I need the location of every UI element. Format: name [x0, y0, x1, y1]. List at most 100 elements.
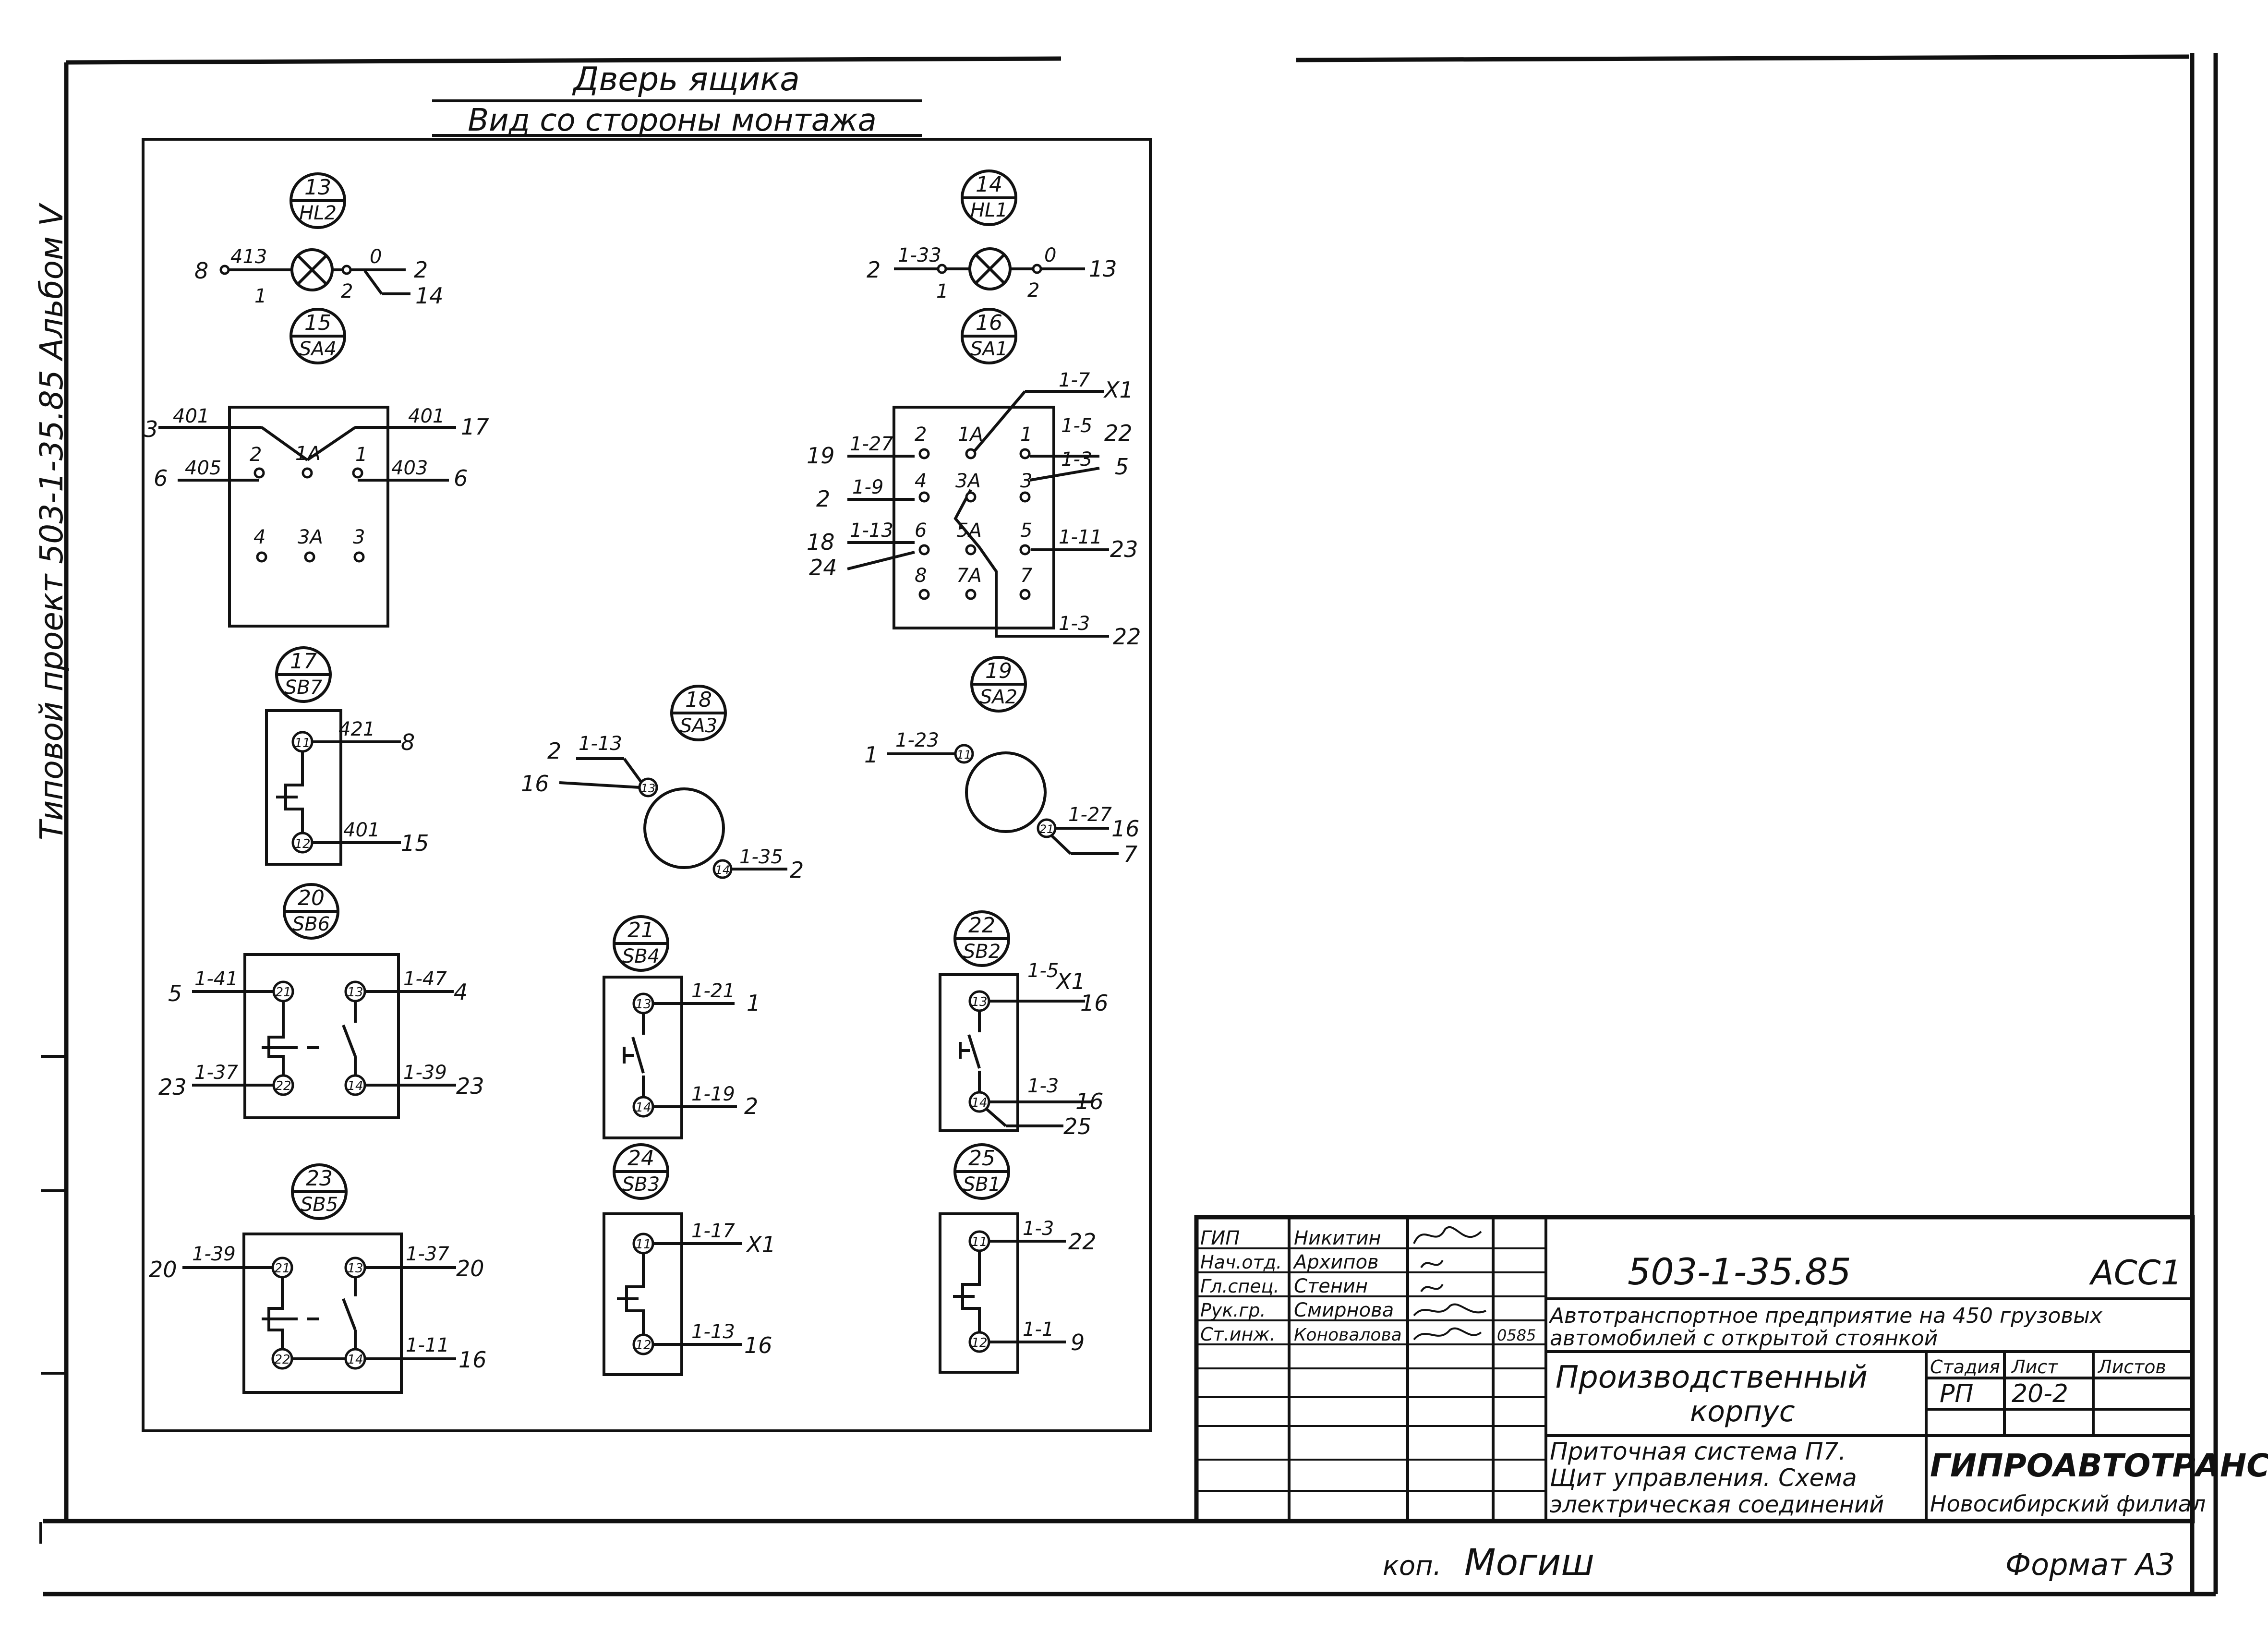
wire-label: 1-39 — [192, 1243, 236, 1265]
wire-label: 1-13 — [850, 520, 893, 542]
button-sb2: 22 SB2 13 14 1-5 X1 16 1-3 16 25 — [939, 910, 1109, 1139]
selector-knob — [643, 787, 725, 869]
reference-designator: HL2 — [299, 202, 337, 224]
ext-wire: 23 — [456, 1073, 484, 1099]
organization-name: ГИПРОАВТОТРАНС — [1930, 1447, 2268, 1484]
wire-label: 1-5 — [1061, 415, 1092, 437]
ext-wire: 3 — [144, 416, 158, 442]
button-sb5: 23 SB5 21 22 13 14 20 1-39 1-37 20 1-11 … — [149, 1163, 487, 1394]
reference-designator: SA4 — [299, 338, 337, 360]
sheet-frame — [39, 53, 2218, 1596]
drawing-title-line1: Приточная система П7. — [1550, 1438, 1846, 1465]
ext-wire: 15 — [401, 830, 429, 856]
wire-label: 1-11 — [1059, 526, 1102, 548]
staff-role: Нач.отд. — [1200, 1252, 1282, 1273]
position-number: 15 — [304, 311, 331, 335]
terminal-number: 11 — [957, 748, 972, 762]
wire-label: 405 — [185, 457, 221, 479]
ext-wire: 1 — [747, 990, 760, 1016]
ext-wire: 18 — [807, 529, 835, 555]
terminal-number: 13 — [347, 985, 363, 1000]
signatures — [1413, 1226, 1486, 1341]
wire-label: 1-3 — [1027, 1075, 1059, 1097]
paper-format: Формат А3 — [2005, 1547, 2175, 1582]
selector-knob — [965, 751, 1047, 833]
stage-label: Стадия — [1930, 1356, 2000, 1378]
terminal-number: 21 — [275, 985, 291, 1000]
staff-name: Архипов — [1292, 1251, 1379, 1273]
ext-wire: 22 — [1104, 420, 1133, 446]
button-sb7: 17 SB7 11 12 421 8 401 15 — [265, 646, 429, 866]
pin-label: 1 — [254, 285, 266, 307]
project-title-line2: автомобилей с открытой стоянкой — [1550, 1326, 1938, 1351]
building-name-line1: Производственный — [1556, 1360, 1868, 1395]
sheet-label: Лист — [2011, 1356, 2059, 1378]
reference-designator: SB7 — [285, 677, 323, 699]
reference-designator: SA3 — [680, 715, 717, 737]
ext-wire: 4 — [454, 979, 468, 1005]
pin-label: 3 — [353, 526, 365, 548]
ext-wire: 16 — [458, 1347, 487, 1373]
wire-label: 1-35 — [739, 846, 783, 868]
terminal-number: 11 — [971, 1235, 987, 1249]
wire-label: 401 — [173, 405, 209, 427]
ext-wire: 22 — [1113, 624, 1141, 650]
wire-label: 0 — [1044, 244, 1056, 266]
ext-wire: 22 — [1068, 1229, 1097, 1255]
wire-label: 1-27 — [850, 433, 893, 455]
sheets-label: Листов — [2097, 1356, 2166, 1378]
terminal-number: 22 — [274, 1353, 290, 1367]
ext-wire: 2 — [867, 257, 881, 283]
wire-label: 1-3 — [1059, 613, 1090, 635]
terminal-number: 14 — [635, 1100, 651, 1115]
terminal-number: 13 — [347, 1261, 363, 1276]
ext-wire: 8 — [401, 729, 415, 755]
ext-wire: 16 — [1075, 1088, 1104, 1114]
position-number: 14 — [976, 172, 1002, 197]
sheet-value: 20-2 — [2012, 1379, 2068, 1408]
wire-label: 0 — [370, 246, 382, 268]
ext-wire: 6 — [454, 465, 468, 491]
wire-label: 1-41 — [194, 968, 238, 990]
side-label: Типовой проект 503-1-35.85 Альбом V — [33, 203, 70, 840]
ext-wire: 20 — [456, 1256, 484, 1281]
staff-role: ГИП — [1200, 1227, 1240, 1249]
staff-role: Ст.инж. — [1200, 1324, 1276, 1345]
terminal-number: 11 — [635, 1237, 651, 1252]
wire-label: 1-13 — [579, 733, 622, 755]
position-number: 16 — [976, 311, 1002, 335]
terminal-number: 22 — [275, 1079, 291, 1093]
switch-sa1: 16 SA1 1-7 X1 19 1-27 2 1-9 18 1-13 24 1… — [807, 308, 1141, 650]
wire-label: 1-27 — [1068, 804, 1112, 826]
pin-label: 1 — [355, 444, 367, 466]
staff-role: Рук.гр. — [1200, 1300, 1266, 1321]
position-number: 21 — [627, 918, 654, 943]
reference-designator: SB6 — [292, 913, 330, 935]
switch-sa4: 15 SA4 3 401 401 17 6 405 403 6 2 1A 1 4… — [144, 308, 489, 628]
wire-label: 1-3 — [1061, 448, 1092, 471]
ext-wire: 14 — [415, 283, 444, 309]
stage-value: РП — [1940, 1379, 1973, 1408]
building-name-line2: корпус — [1690, 1395, 1795, 1428]
pin-label: 1 — [1020, 423, 1032, 446]
reference-designator: SB1 — [963, 1173, 1001, 1196]
wire-label: 413 — [230, 246, 267, 268]
wire-label: 1-47 — [403, 968, 447, 990]
pin-label: 2 — [341, 280, 353, 302]
caption-view: Вид со стороны монтажа — [468, 103, 877, 138]
wire-label: 1-5 — [1027, 960, 1059, 982]
terminal-number: 21 — [274, 1261, 290, 1276]
ext-wire: 2 — [414, 257, 428, 283]
ext-wire: 19 — [807, 443, 835, 469]
ext-wire: 20 — [149, 1257, 177, 1282]
wire-label: 403 — [391, 457, 428, 479]
position-number: 18 — [685, 688, 712, 712]
ext-wire: 16 — [521, 771, 549, 797]
position-number: 24 — [627, 1146, 654, 1171]
copier-signature: Могиш — [1464, 1541, 1594, 1584]
reference-designator: SB2 — [963, 941, 1001, 963]
pin-label: 1A — [295, 443, 321, 465]
ext-wire: 7 — [1123, 841, 1137, 867]
pin-label: 7A — [956, 565, 982, 587]
